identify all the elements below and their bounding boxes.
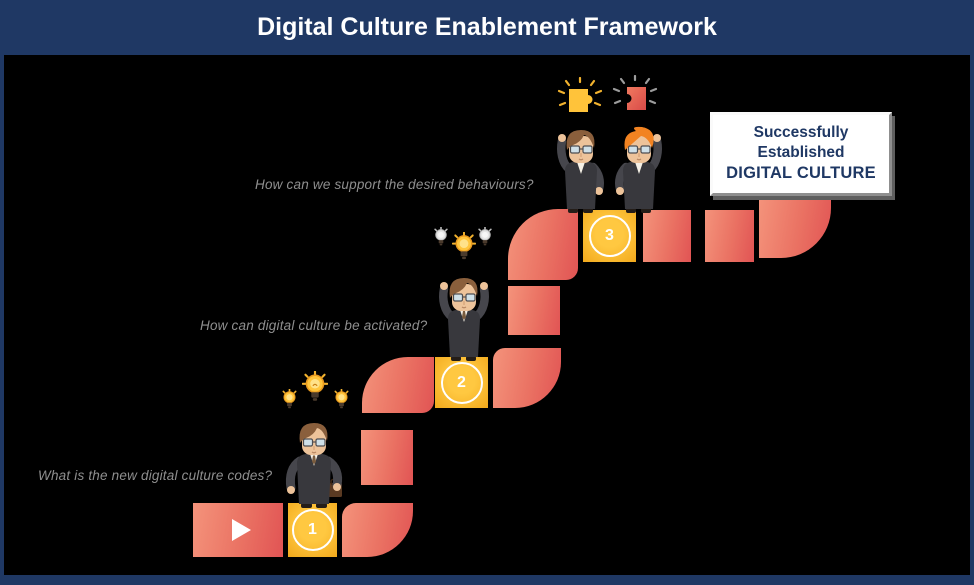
question-step-3: How can we support the desired behaviour… [255,177,534,192]
lightbulb-icon [452,232,476,263]
puzzle-piece-icon [611,75,659,119]
diagram-canvas: What is the new digital culture codes? H… [4,55,970,575]
step-1-number: 1 [291,509,334,551]
lightbulb-icon [281,389,298,411]
step-3-number: 3 [588,215,631,257]
step-2-marker: 2 [435,357,488,408]
question-step-1: What is the new digital culture codes? [38,468,273,483]
path-segment [508,286,560,335]
lightbulb-off-icon [433,227,449,248]
lightbulb-icon [333,389,350,411]
path-elbow [493,348,561,408]
result-box: Successfully Established DIGITAL CULTURE [710,112,892,196]
play-icon [231,519,251,541]
step-1-marker: 1 [288,503,337,557]
businessman-celebrating-icon [553,121,609,213]
businessman-arms-raised-icon [436,265,492,361]
result-line-1: Successfully [753,124,849,142]
result-line-3: DIGITAL CULTURE [726,164,876,183]
path-segment [643,210,691,262]
result-line-2: Established [757,144,845,162]
path-segment [361,430,413,485]
lightbulb-off-icon [477,227,493,248]
page-title: Digital Culture Enablement Framework [257,13,717,41]
path-elbow [508,209,578,280]
path-elbow [759,196,831,258]
path-elbow [362,357,434,413]
businessman-celebrating-orange-hair-icon [606,121,666,213]
title-bar: Digital Culture Enablement Framework [0,0,974,55]
step-3-marker: 3 [583,210,636,262]
path-segment [705,210,754,262]
step-2-number: 2 [440,361,483,404]
path-elbow [342,503,413,557]
lightbulb-icon [302,371,328,405]
start-play-button[interactable] [193,503,283,557]
question-step-2: How can digital culture be activated? [200,318,428,333]
puzzle-piece-icon [556,77,604,121]
businessman-idea-icon [282,416,346,508]
